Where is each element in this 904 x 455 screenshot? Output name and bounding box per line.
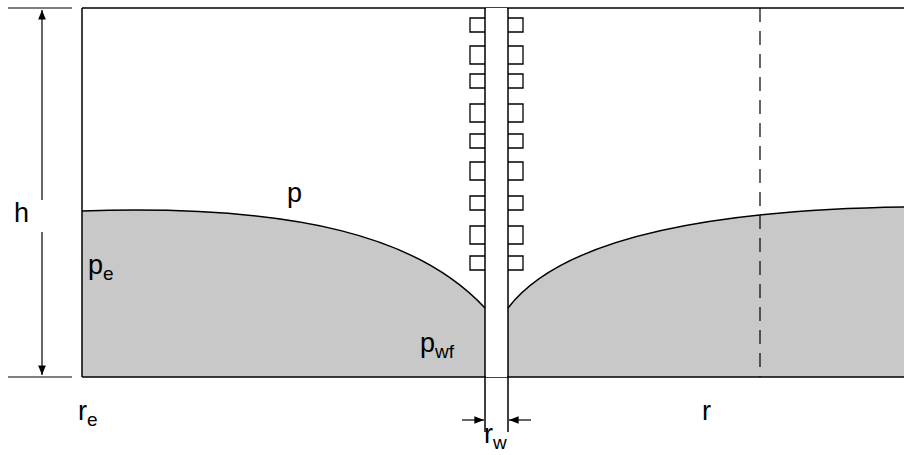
perforation	[470, 74, 485, 88]
dimension-arrow	[462, 419, 484, 420]
pressure-curve	[82, 210, 485, 308]
perforation	[508, 196, 523, 210]
dimension-arrow	[41, 10, 42, 200]
perforation	[508, 226, 523, 244]
perforation	[470, 196, 485, 210]
dimension-arrow	[509, 419, 531, 420]
well-radius-label: rw	[484, 421, 507, 452]
perforation	[508, 134, 523, 148]
wellbore-pressure-label: pwf	[420, 330, 454, 361]
perforation	[508, 162, 523, 180]
dimension-tick	[8, 7, 72, 8]
perforation	[508, 104, 523, 122]
drawdown-zone-right	[508, 207, 904, 377]
perforation	[470, 226, 485, 244]
perforation	[470, 46, 485, 64]
height-label: h	[14, 200, 29, 227]
perforations	[470, 18, 523, 270]
radius-label: r	[702, 398, 711, 425]
radius-line	[759, 8, 760, 377]
perforation	[470, 162, 485, 180]
boundary-pressure-label: pe	[88, 252, 114, 283]
perforation	[508, 74, 523, 88]
dimension-tick	[8, 376, 72, 377]
perforation	[470, 18, 485, 32]
perforation	[470, 256, 485, 270]
well-casing	[484, 8, 486, 432]
pressure-label: p	[287, 180, 302, 207]
drawdown-zone-left	[82, 210, 485, 377]
outer-boundary	[81, 8, 83, 377]
perforation	[470, 134, 485, 148]
perforation	[508, 46, 523, 64]
perforation	[508, 18, 523, 32]
perforation	[470, 104, 485, 122]
perforation	[508, 256, 523, 270]
well-casing	[507, 8, 509, 432]
dimension-arrow	[41, 232, 42, 375]
wellbore	[486, 8, 507, 377]
outer-radius-label: re	[78, 398, 98, 429]
pressure-curve	[508, 207, 904, 308]
